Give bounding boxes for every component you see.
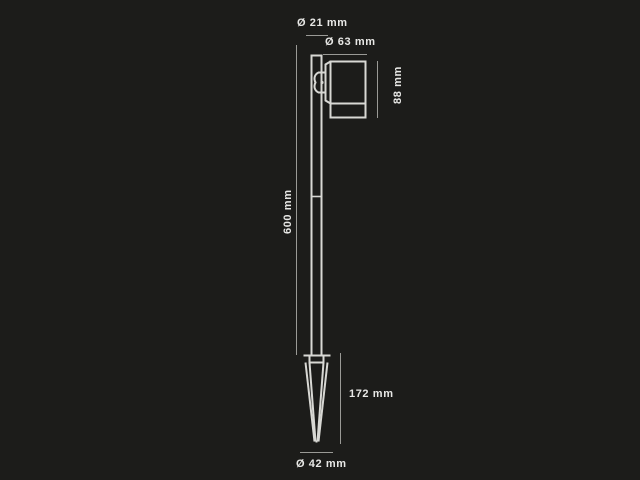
head-diameter-leader-line — [323, 54, 367, 55]
pole-height-label: 600 mm — [282, 189, 294, 234]
spike-diameter-label: Ø 42 mm — [296, 458, 347, 470]
spike-height-label: 172 mm — [349, 388, 394, 400]
pivot-joint — [313, 71, 327, 94]
head-diameter-label: Ø 63 mm — [325, 36, 376, 48]
pole-diameter-label: Ø 21 mm — [297, 17, 348, 29]
spike-collar — [303, 354, 331, 364]
pole-diameter-leader-line — [306, 35, 328, 36]
head-height-label: 88 mm — [392, 66, 404, 104]
ground-spike — [304, 362, 329, 443]
luminaire-head — [329, 60, 367, 119]
vertical-pole — [310, 54, 323, 357]
head-height-dimension-line — [377, 61, 378, 118]
pole-height-dimension-line — [296, 45, 297, 355]
spike-diameter-leader-line — [300, 452, 333, 453]
spike-height-dimension-line — [340, 353, 341, 444]
